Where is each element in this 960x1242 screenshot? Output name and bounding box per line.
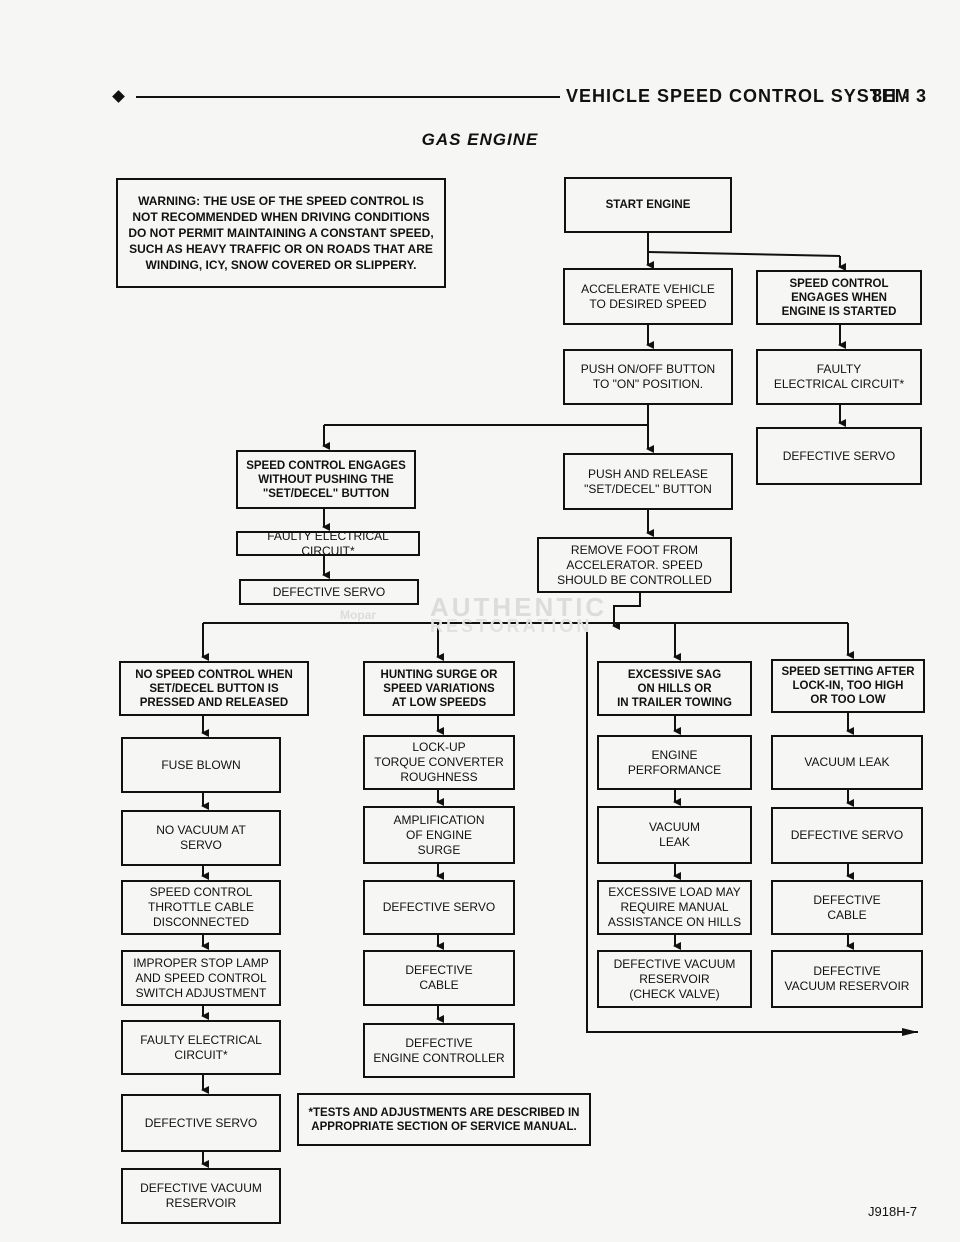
- setting-off-cause: DEFECTIVE SERVO: [771, 807, 923, 864]
- engages-without-set-cause: FAULTY ELECTRICAL CIRCUIT*: [236, 529, 420, 558]
- engages-on-start-cause: DEFECTIVE SERVO: [756, 427, 922, 485]
- excessive-sag-cause: ENGINE PERFORMANCE: [597, 735, 752, 790]
- excessive-sag-box: EXCESSIVE SAG ON HILLS OR IN TRAILER TOW…: [597, 661, 752, 716]
- footnote-box: *TESTS AND ADJUSTMENTS ARE DESCRIBED IN …: [297, 1093, 591, 1146]
- no-speed-control-cause: FUSE BLOWN: [121, 737, 281, 793]
- excessive-sag-cause: EXCESSIVE LOAD MAY REQUIRE MANUAL ASSIST…: [597, 880, 752, 935]
- no-speed-control-cause: SPEED CONTROL THROTTLE CABLE DISCONNECTE…: [121, 880, 281, 935]
- watermark-line1: AUTHENTIC: [430, 592, 608, 622]
- engages-on-start-box: SPEED CONTROL ENGAGES WHEN ENGINE IS STA…: [756, 270, 922, 325]
- no-speed-control-cause: DEFECTIVE VACUUM RESERVOIR: [121, 1168, 281, 1224]
- no-speed-control-cause: NO VACUUM AT SERVO: [121, 810, 281, 866]
- engages-on-start-cause: FAULTY ELECTRICAL CIRCUIT*: [756, 349, 922, 405]
- page-header: VEHICLE SPEED CONTROL SYSTEM 8H - 3: [0, 86, 960, 116]
- hunting-surge-cause: DEFECTIVE ENGINE CONTROLLER: [363, 1023, 515, 1078]
- hunting-surge-cause: LOCK-UP TORQUE CONVERTER ROUGHNESS: [363, 735, 515, 790]
- push-on-off-box: PUSH ON/OFF BUTTON TO "ON" POSITION.: [563, 349, 733, 405]
- setting-off-box: SPEED SETTING AFTER LOCK-IN, TOO HIGH OR…: [771, 659, 925, 713]
- push-release-box: PUSH AND RELEASE "SET/DECEL" BUTTON: [563, 453, 733, 510]
- engages-without-set-box: SPEED CONTROL ENGAGES WITHOUT PUSHING TH…: [236, 450, 416, 509]
- warning-box: WARNING: THE USE OF THE SPEED CONTROL IS…: [116, 178, 446, 288]
- hunting-surge-cause: AMPLIFICATION OF ENGINE SURGE: [363, 806, 515, 864]
- section-title: VEHICLE SPEED CONTROL SYSTEM: [566, 86, 911, 106]
- hunting-surge-cause: DEFECTIVE CABLE: [363, 950, 515, 1006]
- no-speed-control-cause: IMPROPER STOP LAMP AND SPEED CONTROL SWI…: [121, 950, 281, 1006]
- figure-code: J918H-7: [868, 1204, 918, 1219]
- watermark-line2: Mopar: [340, 608, 376, 622]
- setting-off-cause: DEFECTIVE VACUUM RESERVOIR: [771, 950, 923, 1008]
- hunting-surge-box: HUNTING SURGE OR SPEED VARIATIONS AT LOW…: [363, 661, 515, 716]
- excessive-sag-cause: VACUUM LEAK: [597, 806, 752, 864]
- engages-without-set-cause: DEFECTIVE SERVO: [239, 579, 419, 605]
- setting-off-cause: DEFECTIVE CABLE: [771, 880, 923, 935]
- no-speed-control-cause: DEFECTIVE SERVO: [121, 1094, 281, 1152]
- excessive-sag-cause: DEFECTIVE VACUUM RESERVOIR (CHECK VALVE): [597, 950, 752, 1008]
- remove-foot-box: REMOVE FOOT FROM ACCELERATOR. SPEED SHOU…: [537, 537, 732, 593]
- watermark: AUTHENTIC Mopar RESTORATION: [340, 592, 604, 638]
- setting-off-cause: VACUUM LEAK: [771, 735, 923, 790]
- page-number: 8H - 3: [872, 86, 928, 106]
- hunting-surge-cause: DEFECTIVE SERVO: [363, 880, 515, 935]
- accelerate-box: ACCELERATE VEHICLE TO DESIRED SPEED: [563, 268, 733, 325]
- header-rule: [136, 96, 560, 98]
- watermark-line3: RESTORATION: [430, 616, 593, 636]
- diagram-subtitle: GAS ENGINE: [421, 130, 539, 149]
- no-speed-control-cause: FAULTY ELECTRICAL CIRCUIT*: [121, 1020, 281, 1075]
- no-speed-control-box: NO SPEED CONTROL WHEN SET/DECEL BUTTON I…: [119, 661, 309, 716]
- start-engine-box: START ENGINE: [564, 177, 732, 233]
